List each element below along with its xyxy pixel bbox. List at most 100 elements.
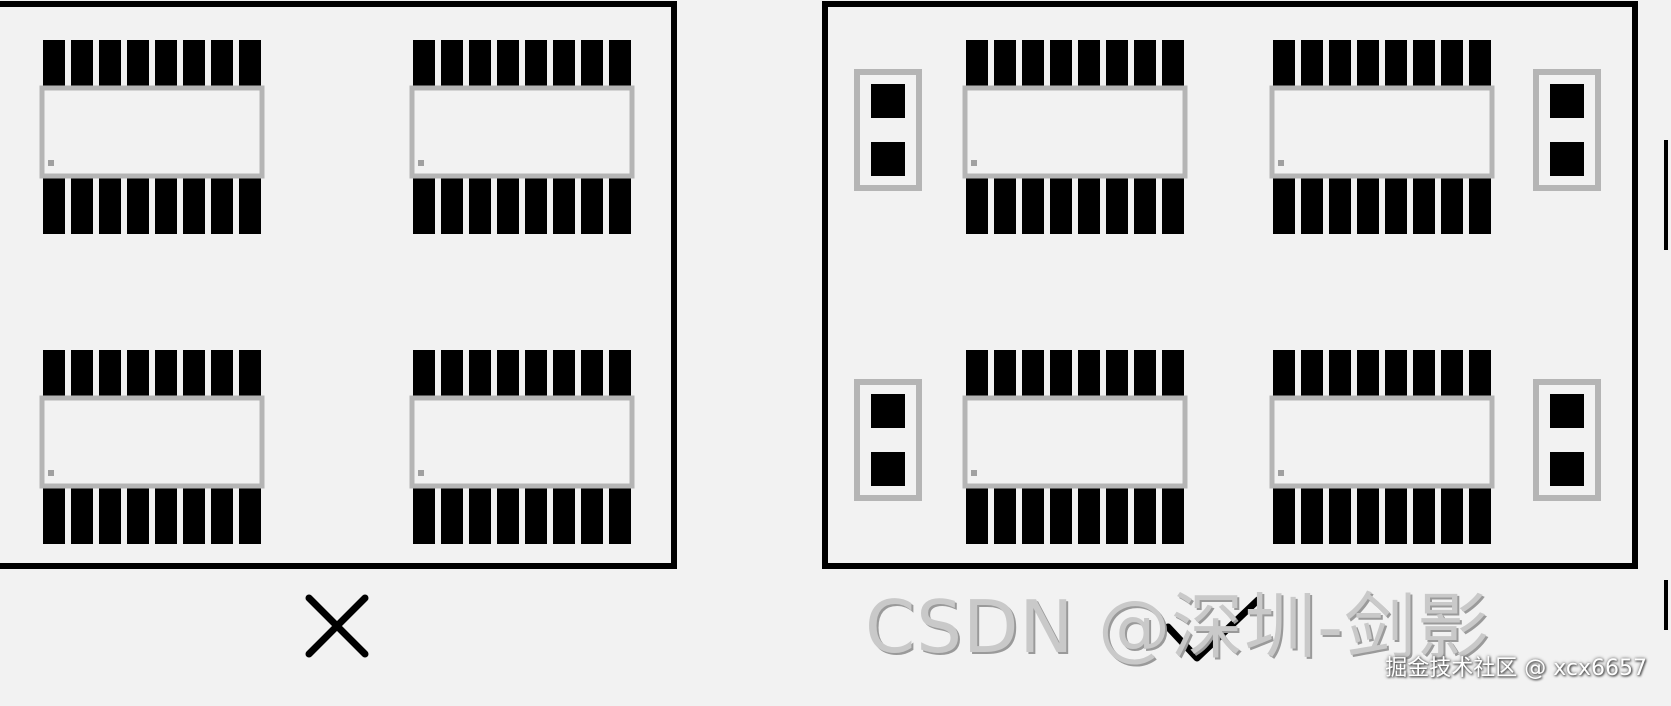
fiducial-gap	[1542, 120, 1566, 136]
ic-body-outline	[962, 395, 1188, 489]
pad	[1441, 178, 1463, 234]
pad	[183, 40, 205, 86]
ic-body-outline	[409, 395, 635, 489]
ic-footprint	[1269, 350, 1495, 544]
pad	[1162, 488, 1184, 544]
pad	[1550, 142, 1584, 176]
pad	[1550, 452, 1584, 486]
pad	[1357, 350, 1379, 396]
pad	[966, 178, 988, 234]
pad	[1134, 350, 1156, 396]
ic-body-outline	[39, 85, 265, 179]
pad	[1469, 488, 1491, 544]
pad	[966, 488, 988, 544]
pad	[1050, 488, 1072, 544]
pad	[1357, 488, 1379, 544]
ic-body-outline	[409, 85, 635, 179]
ic-footprint	[39, 40, 265, 234]
pad	[581, 178, 603, 234]
pad	[1050, 40, 1072, 86]
pad	[609, 488, 631, 544]
pad	[1301, 40, 1323, 86]
ic-footprint	[962, 350, 1188, 544]
pad	[43, 488, 65, 544]
fiducial-marker	[854, 379, 922, 501]
pad	[1301, 488, 1323, 544]
pad	[413, 40, 435, 86]
pad	[99, 350, 121, 396]
pad	[1413, 488, 1435, 544]
pad	[413, 488, 435, 544]
pad	[1357, 178, 1379, 234]
pad	[1106, 40, 1128, 86]
pad	[43, 350, 65, 396]
board-outline-right	[822, 1, 1638, 569]
fiducial-outline	[854, 379, 922, 501]
pad	[497, 350, 519, 396]
ic-footprint	[409, 350, 635, 544]
pad	[553, 488, 575, 544]
pad	[1273, 350, 1295, 396]
cross-icon	[305, 594, 369, 658]
fiducial-marker	[1533, 69, 1601, 191]
pad	[1134, 40, 1156, 86]
pad	[239, 488, 261, 544]
pad	[1385, 488, 1407, 544]
pad	[43, 178, 65, 234]
check-icon	[1164, 596, 1262, 662]
edge-mark	[1664, 580, 1668, 630]
pad	[469, 40, 491, 86]
ic-body-outline	[1269, 85, 1495, 179]
pad	[1134, 488, 1156, 544]
panel-correct	[822, 1, 1638, 662]
pad	[441, 40, 463, 86]
pad	[871, 394, 905, 428]
pad	[497, 40, 519, 86]
pad	[155, 488, 177, 544]
pad	[1106, 350, 1128, 396]
pad	[1301, 350, 1323, 396]
pad	[1022, 40, 1044, 86]
fiducial-marker	[1533, 379, 1601, 501]
pad	[1413, 178, 1435, 234]
pad	[525, 488, 547, 544]
pad	[1273, 40, 1295, 86]
pad	[413, 350, 435, 396]
pad	[525, 178, 547, 234]
pad	[609, 178, 631, 234]
pad	[71, 40, 93, 86]
pad	[1385, 350, 1407, 396]
pad	[441, 178, 463, 234]
pad	[441, 488, 463, 544]
pad	[1078, 178, 1100, 234]
pad	[1162, 350, 1184, 396]
pad	[1050, 350, 1072, 396]
pad	[1357, 40, 1379, 86]
pin1-marker	[48, 160, 54, 166]
pad	[1022, 350, 1044, 396]
pad	[1273, 488, 1295, 544]
pad	[211, 178, 233, 234]
pad	[871, 84, 905, 118]
pad	[1385, 40, 1407, 86]
pin1-marker	[418, 470, 424, 476]
credit-label: 掘金技术社区 @ xcx6657	[1385, 656, 1647, 681]
fiducial-gap	[863, 120, 887, 136]
pad	[1441, 40, 1463, 86]
pad	[1329, 178, 1351, 234]
pin1-marker	[1278, 160, 1284, 166]
pad	[497, 178, 519, 234]
fiducial-outline	[1533, 69, 1601, 191]
pad	[1078, 350, 1100, 396]
pad	[1106, 178, 1128, 234]
pad	[127, 488, 149, 544]
pad	[553, 350, 575, 396]
fiducial-outline	[1533, 379, 1601, 501]
pad	[1550, 394, 1584, 428]
pad	[239, 350, 261, 396]
pad	[155, 178, 177, 234]
pad	[1273, 178, 1295, 234]
pad	[1469, 350, 1491, 396]
pad	[1550, 84, 1584, 118]
